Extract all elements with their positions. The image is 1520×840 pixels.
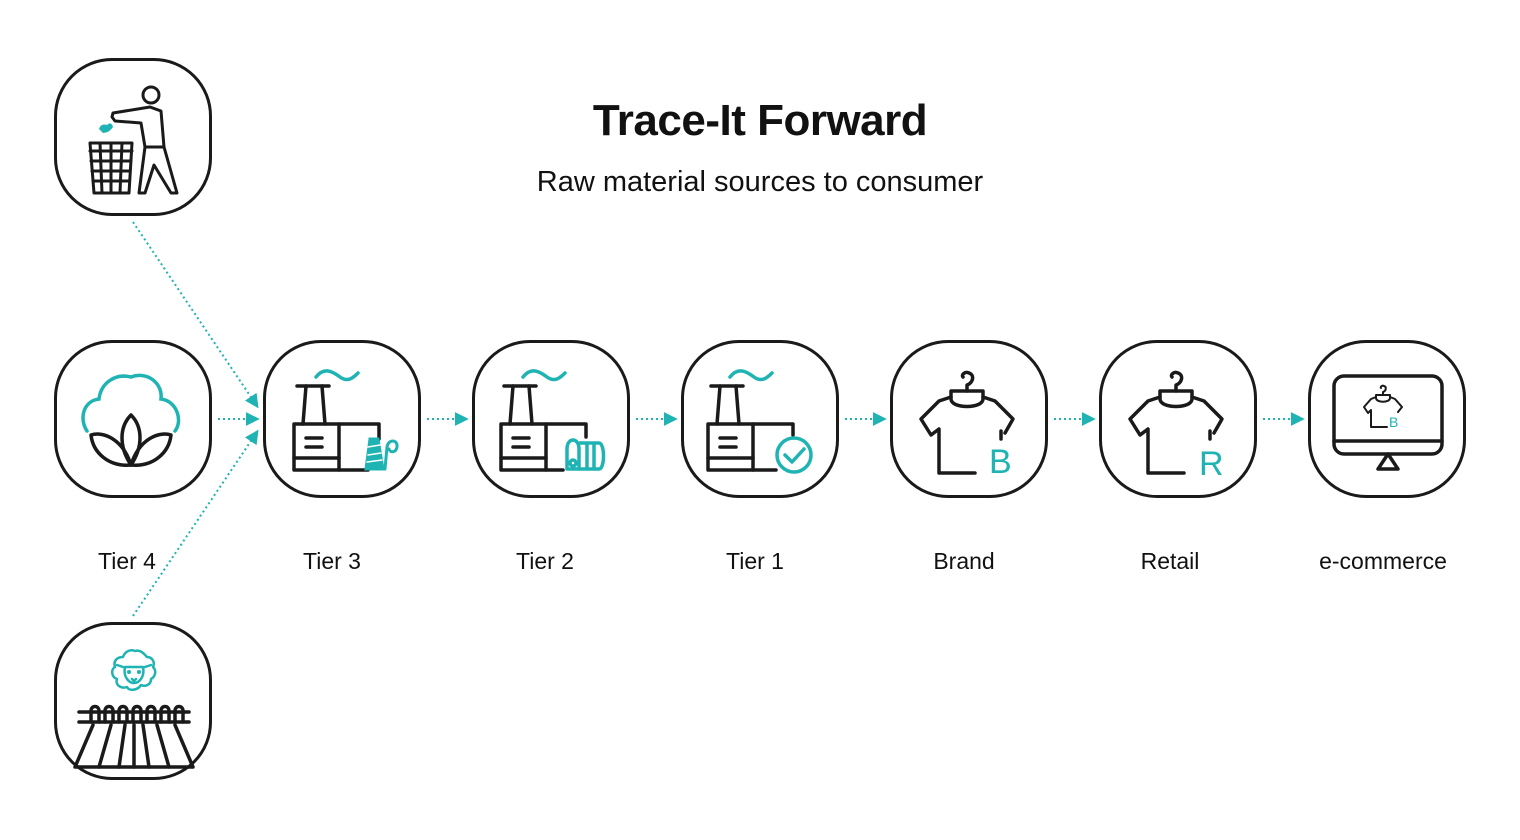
node-brand[interactable]: B (890, 340, 1048, 498)
diagram-title: Trace-It Forward (592, 96, 928, 145)
factory-checkmark-icon (706, 369, 813, 474)
node-tier2[interactable] (472, 340, 630, 498)
label-tier3: Tier 3 (303, 548, 361, 574)
brand-letter: B (989, 443, 1012, 481)
person-disposing-trash-icon (88, 85, 179, 195)
node-tier4[interactable] (54, 340, 212, 498)
shirt-hanger-b-icon: B (919, 370, 1015, 481)
node-recycled[interactable] (54, 58, 212, 216)
factory-yarn-spool-icon (292, 369, 399, 472)
label-tier4: Tier 4 (98, 548, 156, 574)
node-ecommerce[interactable]: B (1308, 340, 1466, 498)
label-ecommerce: e-commerce (1319, 548, 1447, 574)
sheep-farm-icon (73, 649, 195, 769)
diagram-subtitle: Raw material sources to consumer (536, 166, 984, 198)
retail-letter: R (1199, 445, 1224, 483)
label-tier2: Tier 2 (516, 548, 574, 574)
ecommerce-letter: B (1389, 414, 1398, 430)
label-retail: Retail (1140, 548, 1200, 574)
node-wool[interactable] (54, 622, 212, 780)
node-retail[interactable]: R (1099, 340, 1257, 498)
monitor-shirt-icon: B (1332, 374, 1444, 471)
shirt-hanger-r-icon: R (1128, 370, 1224, 483)
node-tier3[interactable] (263, 340, 421, 498)
node-tier1[interactable] (681, 340, 839, 498)
cotton-plant-icon (81, 373, 181, 467)
label-tier1: Tier 1 (726, 548, 784, 574)
factory-fabric-roll-icon (499, 369, 606, 472)
label-brand: Brand (933, 548, 995, 574)
